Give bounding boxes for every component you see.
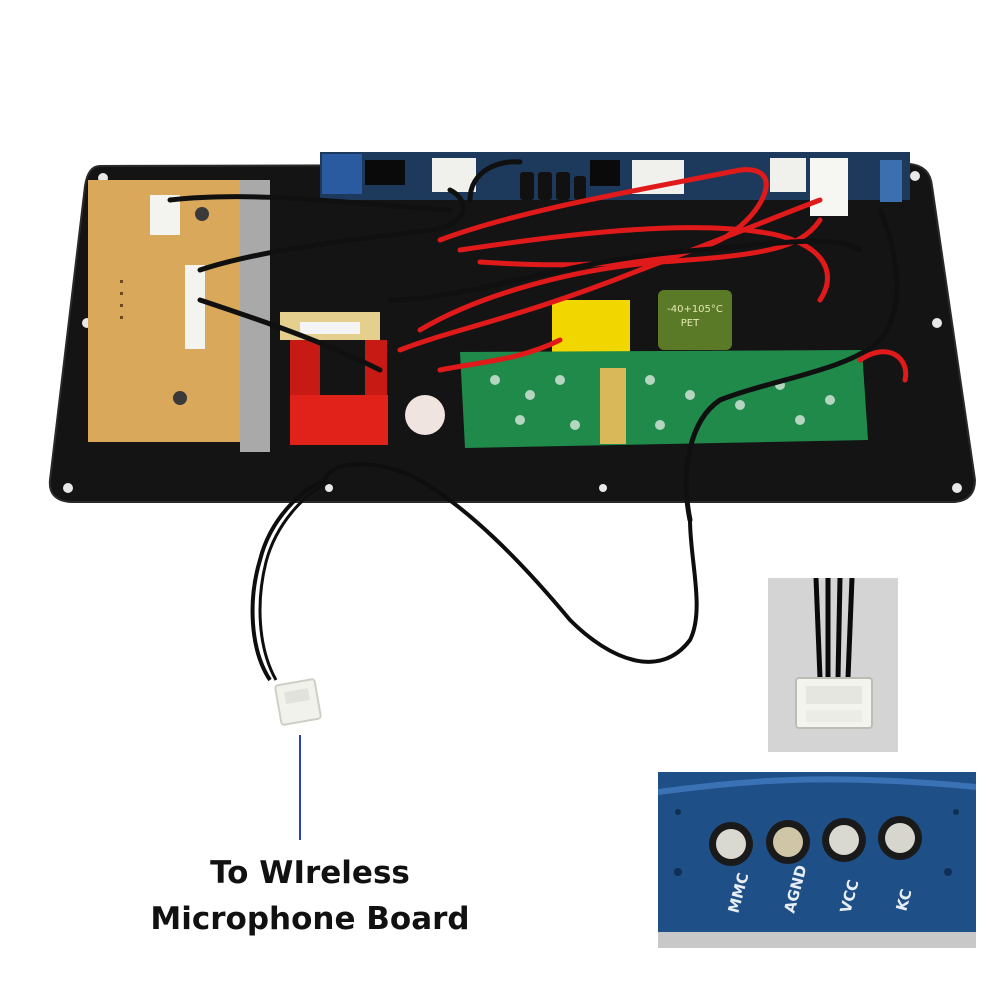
mounting-holes — [63, 171, 962, 493]
solder-pads — [709, 816, 922, 866]
solder-pads-closeup-inset: MMC AGND VCC KC — [658, 772, 976, 948]
caption-line-2: Microphone Board — [150, 901, 470, 937]
connector-closeup-photo — [768, 578, 898, 752]
white-connector — [432, 158, 476, 192]
caption-line-1: To WIreless — [210, 855, 410, 891]
white-connector — [810, 158, 848, 216]
electrolytic-capacitor — [658, 290, 732, 350]
power-supply-pcb — [460, 350, 868, 448]
capacitor-material: PET — [681, 318, 700, 329]
white-connector — [770, 158, 806, 192]
mic-board-cable — [323, 462, 699, 664]
connector-caption: To WIreless Microphone Board — [130, 850, 490, 942]
black-wires — [167, 159, 900, 523]
solder-pads-photo: MMC AGND VCC KC — [658, 772, 976, 948]
capacitor-rating: -40+105°C — [667, 304, 723, 315]
pin-label-kc: KC — [892, 887, 915, 913]
connector-closeup-inset — [768, 578, 898, 752]
red-terminal-block — [290, 395, 388, 445]
